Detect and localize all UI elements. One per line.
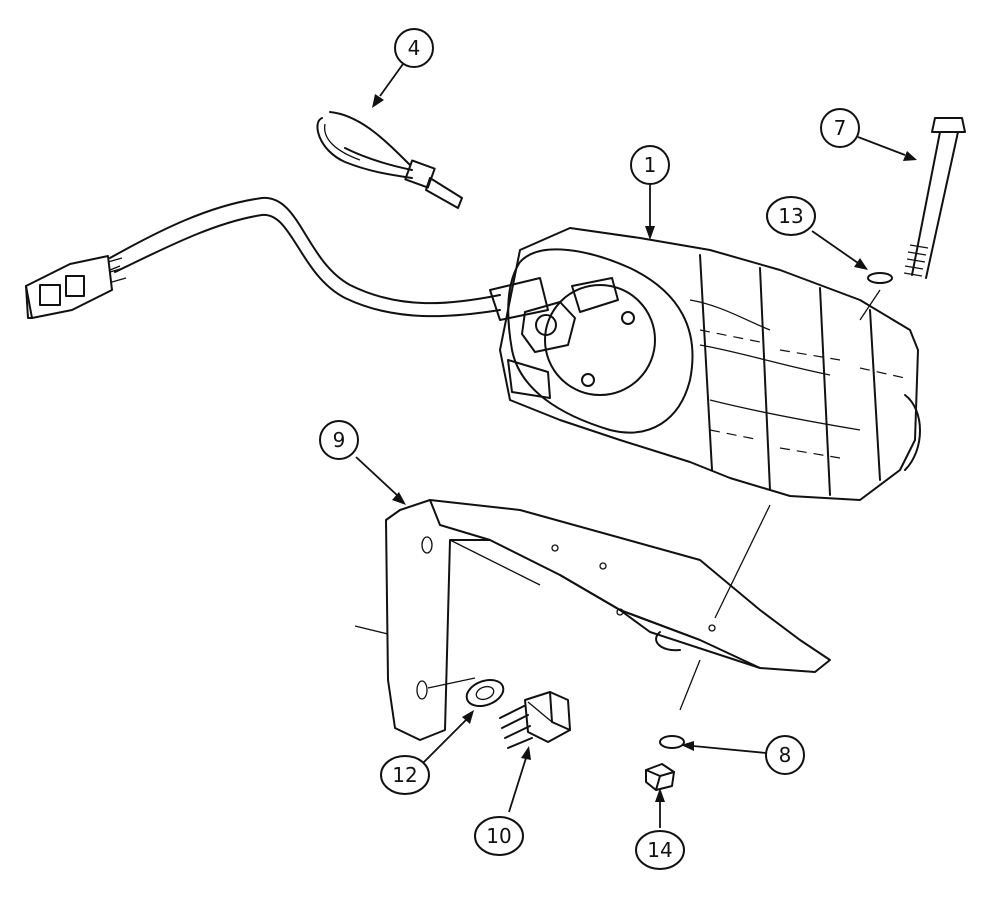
callout-8-label: 8 xyxy=(779,743,792,767)
callout-1-label: 1 xyxy=(644,153,657,177)
callout-4-label: 4 xyxy=(408,36,421,60)
callout-14: 14 xyxy=(635,830,685,870)
actuator-assembly xyxy=(489,227,921,501)
callout-7-label: 7 xyxy=(834,116,847,140)
callout-1: 1 xyxy=(630,145,670,185)
center-lines xyxy=(354,289,881,711)
callout-13: 13 xyxy=(766,196,816,236)
mounting-bracket xyxy=(385,499,831,741)
cable-tie xyxy=(316,111,463,209)
callout-10: 10 xyxy=(474,816,524,856)
lock-washer-8 xyxy=(659,735,685,749)
bolt xyxy=(903,117,966,279)
callout-12-label: 12 xyxy=(392,763,417,787)
callout-14-label: 14 xyxy=(647,838,672,862)
cap-screw-10 xyxy=(499,691,571,749)
callout-4: 4 xyxy=(394,28,434,68)
lock-washer-13 xyxy=(867,272,893,284)
leaders xyxy=(355,63,917,828)
callout-8: 8 xyxy=(765,735,805,775)
callout-7: 7 xyxy=(820,108,860,148)
nut-14 xyxy=(645,763,675,791)
callout-9: 9 xyxy=(319,420,359,460)
callout-10-label: 10 xyxy=(486,824,511,848)
flat-washer-12 xyxy=(465,678,505,708)
wire-harness xyxy=(25,196,501,319)
callout-13-label: 13 xyxy=(778,204,803,228)
callout-9-label: 9 xyxy=(333,428,346,452)
callout-12: 12 xyxy=(380,755,430,795)
